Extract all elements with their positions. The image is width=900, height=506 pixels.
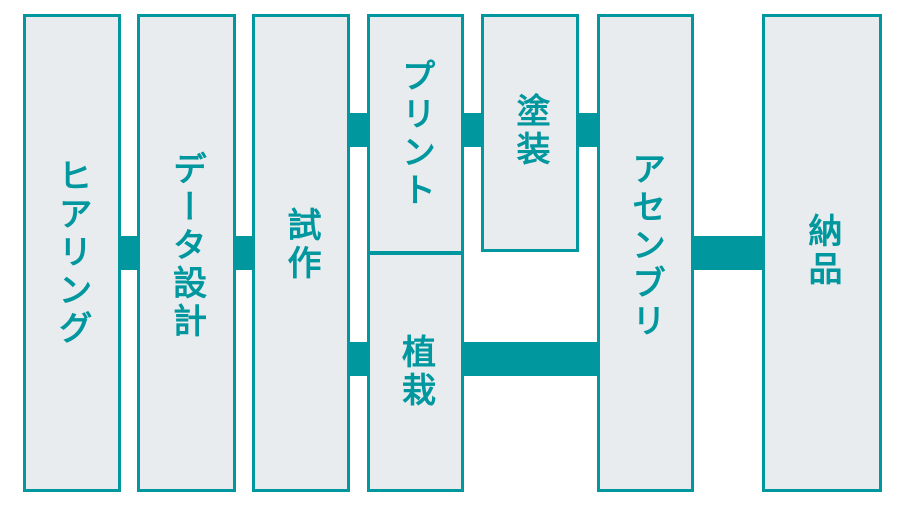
connector-painting-assembly	[578, 113, 599, 147]
step-box-prototype: 試作	[252, 14, 350, 492]
connector-assembly-delivery	[692, 236, 764, 270]
connector-prototype-planting	[348, 342, 369, 376]
step-box-print: プリント	[367, 14, 464, 254]
step-label-print: プリント	[395, 58, 436, 210]
step-box-data-design: データ設計	[137, 14, 236, 492]
step-label-data-design: データ設計	[166, 151, 207, 341]
step-label-planting: 植栽	[395, 334, 436, 410]
step-box-painting: 塗装	[481, 14, 579, 252]
connector-hearing-data-design	[119, 236, 139, 270]
connector-data-design-prototype	[234, 236, 254, 270]
connector-print-painting	[462, 113, 483, 147]
step-box-planting: 植栽	[367, 252, 464, 492]
connector-planting-assembly	[462, 342, 599, 376]
step-label-painting: 塗装	[510, 93, 550, 169]
step-label-prototype: 試作	[281, 207, 321, 283]
step-box-assembly: アセンブリ	[597, 14, 694, 492]
step-label-hearing: ヒアリング	[52, 158, 92, 348]
step-box-hearing: ヒアリング	[23, 14, 121, 492]
connector-prototype-print	[348, 113, 369, 147]
step-label-delivery: 納品	[802, 213, 842, 289]
step-box-delivery: 納品	[762, 14, 882, 492]
step-label-assembly: アセンブリ	[625, 151, 666, 341]
